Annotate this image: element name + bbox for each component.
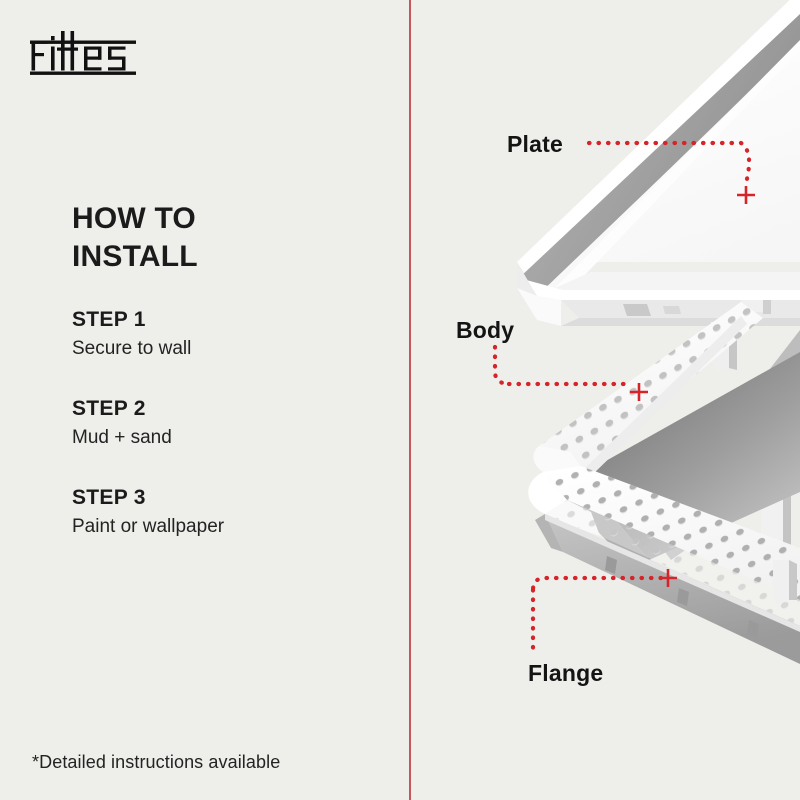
exploded-product-illustration [517, 0, 800, 664]
step-item-3: STEP 3 Paint or wallpaper [72, 486, 402, 539]
step-1-description: Secure to wall [72, 338, 192, 360]
step-3-description: Paint or wallpaper [72, 515, 225, 537]
step-1-title: STEP 1 [72, 308, 146, 331]
step-item-2: STEP 2 Mud + sand [72, 397, 402, 450]
step-3-title: STEP 3 [72, 485, 146, 509]
body-part [533, 302, 800, 584]
plate-part [517, 0, 800, 326]
body-clip-detail [773, 560, 797, 604]
step-item-1: STEP 1 Secure to wall [72, 308, 402, 361]
install-steps-list: STEP 1 Secure to wall STEP 2 Mud + sand … [72, 308, 402, 539]
left-content-panel: Fittes HOW TO INSTALL STEP 1 Secure to w… [30, 28, 402, 772]
footnote-text: *Detailed instructions available [32, 752, 281, 772]
callout-label-flange: Flange [528, 660, 604, 686]
flange-part [528, 466, 800, 664]
headline-line-1: HOW TO [72, 202, 196, 236]
callout-label-plate: Plate [507, 131, 563, 157]
vertical-divider-line [409, 0, 411, 800]
headline-line-2: INSTALL [72, 240, 198, 274]
step-2-description: Mud + sand [72, 426, 172, 448]
page-title: HOW TO INSTALL [72, 200, 392, 277]
callout-label-body: Body [456, 317, 515, 343]
fittes-logo: Fittes [30, 28, 136, 78]
step-2-title: STEP 2 [72, 396, 146, 420]
product-diagram-panel: Plate Body Flange [411, 0, 800, 800]
